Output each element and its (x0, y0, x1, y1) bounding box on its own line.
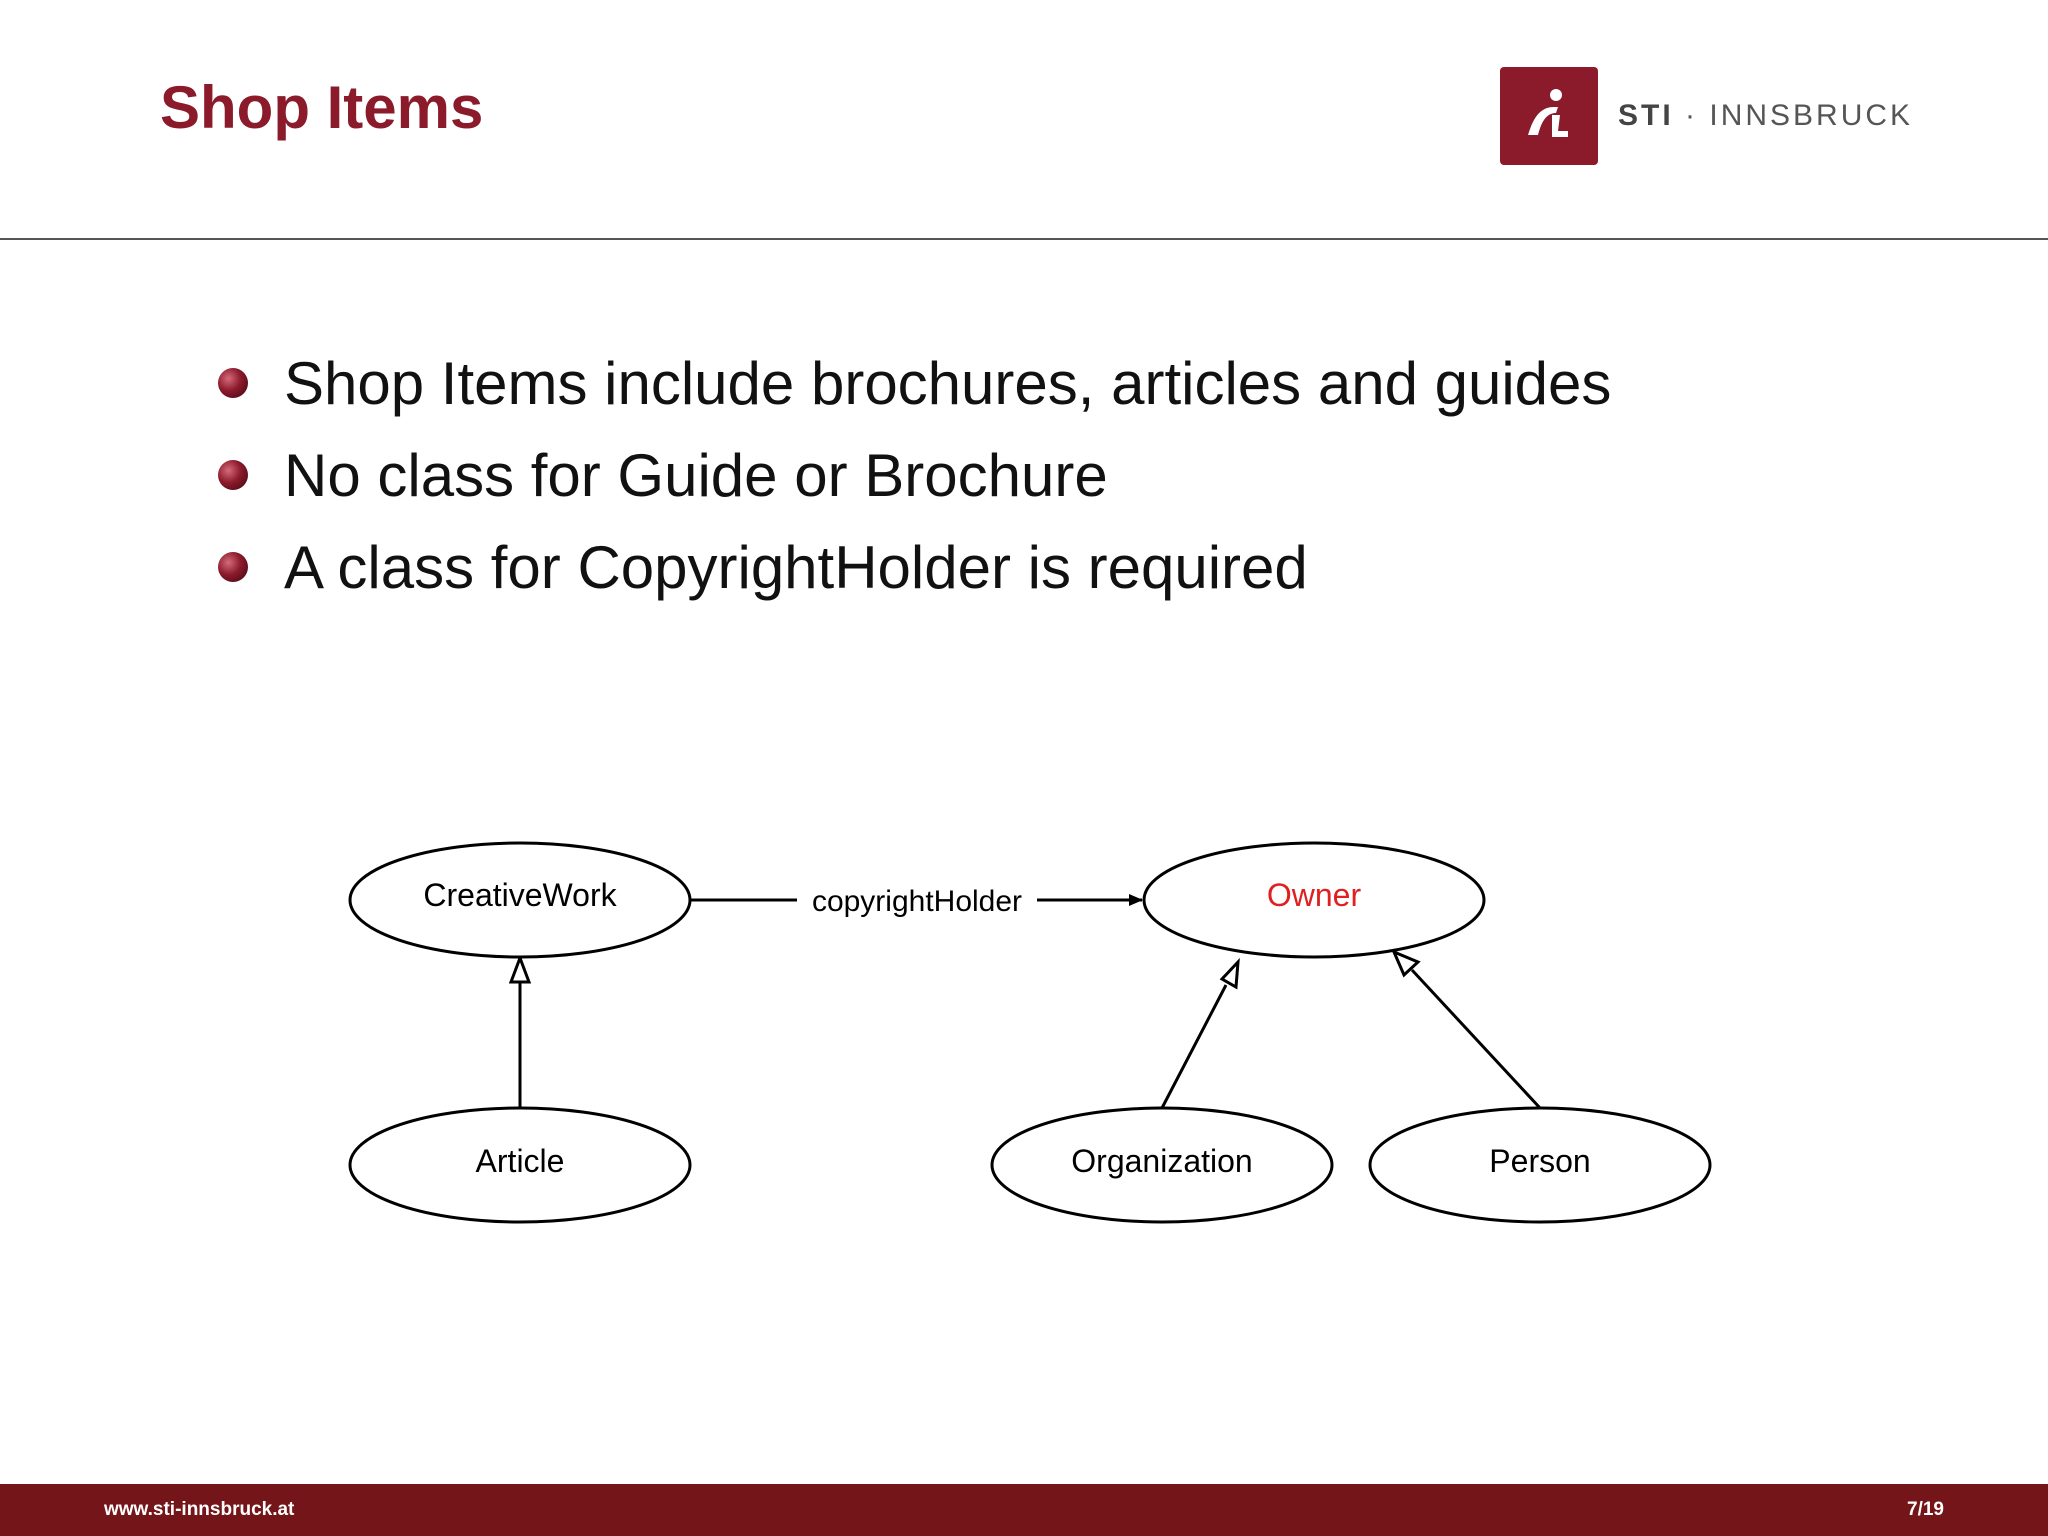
bullet-dot-icon (218, 460, 248, 490)
sti-logo-text: STI · INNSBRUCK (1618, 99, 1913, 133)
node-label-creativework: CreativeWork (423, 877, 617, 913)
bullet-item: Shop Items include brochures, articles a… (218, 338, 1611, 430)
node-organization: Organization (990, 1106, 1334, 1224)
bullet-dot-icon (218, 368, 248, 398)
node-label-organization: Organization (1071, 1143, 1252, 1179)
bullet-text: A class for CopyrightHolder is required (284, 534, 1308, 601)
bullet-item: No class for Guide or Brochure (218, 430, 1611, 522)
bullet-text: No class for Guide or Brochure (284, 442, 1108, 509)
node-owner: Owner (1142, 841, 1486, 959)
inheritance-arrow-icon (508, 953, 532, 984)
edge-label-background (797, 880, 1037, 920)
node-label-person: Person (1489, 1143, 1590, 1179)
edge-label-copyrightholder: copyrightHolder (812, 885, 1022, 918)
uml-class-diagram: copyrightHolder CreativeWork Owner Artic… (348, 841, 1712, 1224)
page-number: 7/19 (1907, 1499, 1944, 1520)
edge-person-owner (1410, 968, 1542, 1110)
node-label-owner: Owner (1267, 877, 1362, 913)
bullet-text: Shop Items include brochures, articles a… (284, 350, 1612, 417)
footer-bar: www.sti-innsbruck.at 7/19 (0, 1484, 2048, 1536)
sti-logo: STI · INNSBRUCK (1500, 66, 1913, 166)
logo-brand-bold: STI (1618, 99, 1674, 132)
inheritance-arrow-icon (1391, 949, 1421, 978)
header-divider (0, 238, 2048, 240)
sti-logo-icon (1500, 67, 1598, 165)
bullet-dot-icon (218, 552, 248, 582)
logo-separator: · (1685, 99, 1699, 132)
edge-organization-owner (1160, 984, 1228, 1109)
inheritance-arrow-icon (1219, 957, 1240, 990)
bullet-list: Shop Items include brochures, articles a… (218, 338, 1611, 614)
bullet-item: A class for CopyrightHolder is required (218, 522, 1611, 614)
footer-url: www.sti-innsbruck.at (104, 1499, 295, 1520)
node-creativework: CreativeWork (348, 841, 692, 959)
node-article: Article (348, 1106, 692, 1224)
node-label-article: Article (476, 1143, 565, 1179)
slide-title: Shop Items (160, 74, 484, 141)
node-person: Person (1368, 1106, 1712, 1224)
logo-brand-rest: INNSBRUCK (1709, 99, 1914, 132)
